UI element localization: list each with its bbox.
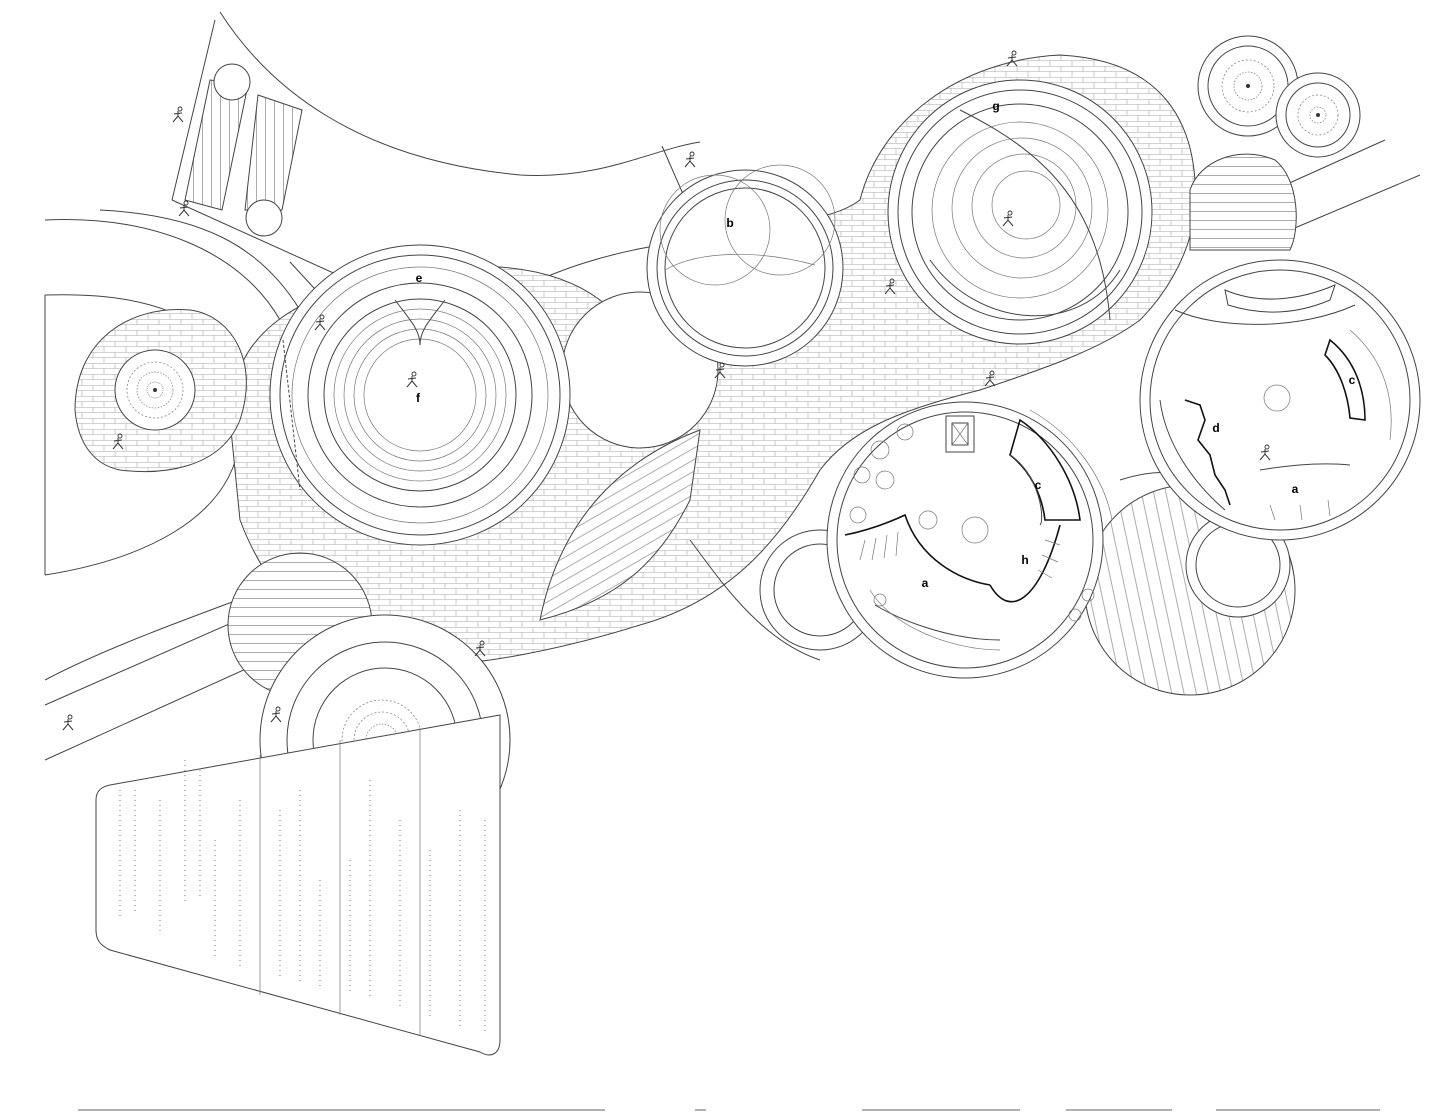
label-b: b	[726, 216, 733, 230]
label-c-right: c	[1349, 373, 1356, 387]
label-a-right: a	[1292, 482, 1299, 496]
label-a-cafe: a	[922, 576, 929, 590]
pavilion-ach	[826, 401, 1113, 679]
label-f: f	[416, 391, 421, 405]
label-d: d	[1212, 421, 1219, 435]
pavilion-ef	[269, 244, 571, 546]
pavilion-g	[887, 79, 1153, 345]
label-h: h	[1021, 553, 1028, 567]
pavilion-acd	[1139, 259, 1421, 541]
label-e: e	[416, 271, 423, 285]
pavilion-b	[646, 164, 844, 367]
zone-labels: b e f g c c d a a h	[416, 99, 1356, 590]
tree-planter-icon	[1197, 35, 1361, 158]
label-g: g	[992, 99, 999, 113]
table-icon	[849, 423, 1095, 622]
garden-bed	[95, 714, 501, 1056]
ramp-upper-left	[184, 63, 303, 237]
label-c-cafe: c	[1035, 478, 1042, 492]
tree-planter-icon	[114, 349, 196, 431]
